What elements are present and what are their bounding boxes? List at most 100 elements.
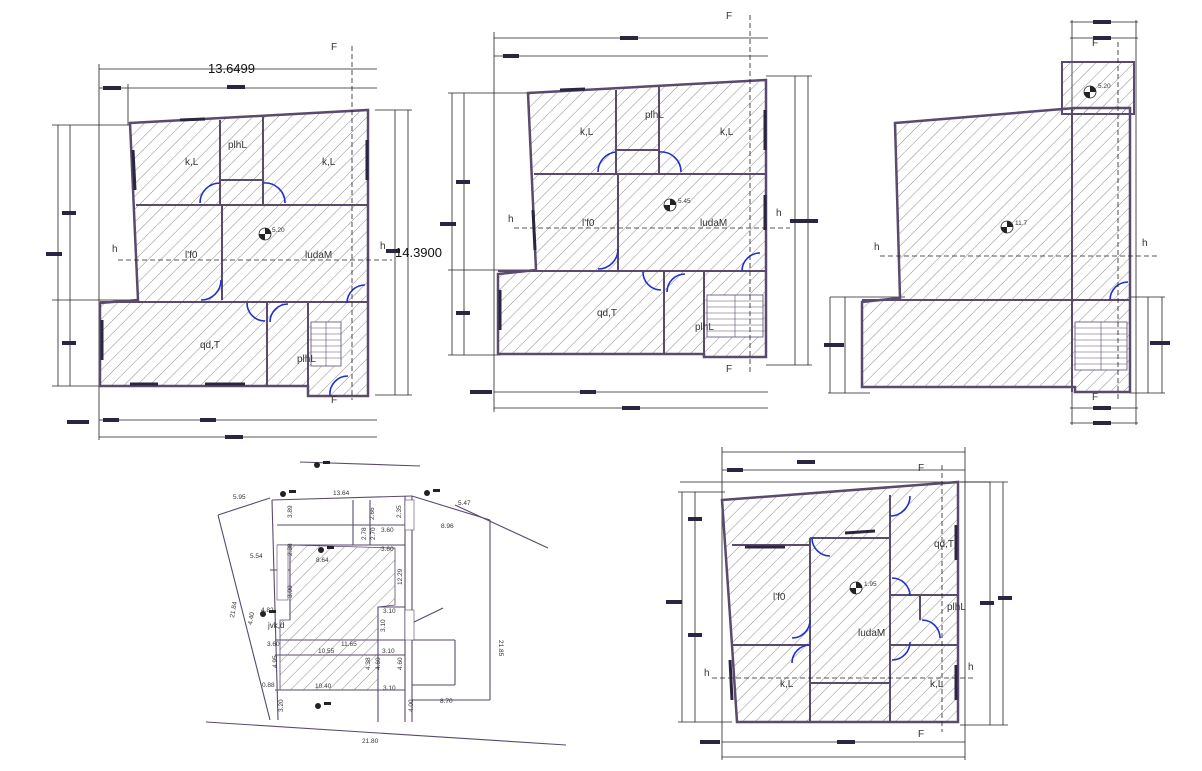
plan3-main-level: 11.7 xyxy=(1015,220,1028,227)
plan2-room-label: k,L xyxy=(720,127,734,138)
svg-text:4.00: 4.00 xyxy=(408,699,415,712)
plan2-level: 5.45 xyxy=(678,198,691,205)
plan1-section-lines xyxy=(118,46,392,400)
plan1-section-label: h xyxy=(380,241,386,252)
svg-text:4.95: 4.95 xyxy=(272,655,279,668)
site-stairs-mid xyxy=(404,609,415,641)
site-level-marks xyxy=(260,461,440,709)
svg-text:13.64: 13.64 xyxy=(333,490,350,497)
site-dimension-labels: 5.95 13.64 5.47 8.96 3.89 2.66 2.35 3.60… xyxy=(229,490,504,745)
plan2-room-label: k,L xyxy=(580,127,594,138)
plan1-room-label: l'f0 xyxy=(185,250,198,261)
plan1-level: 5.20 xyxy=(272,227,285,234)
svg-text:3.60: 3.60 xyxy=(381,546,394,553)
plan1-room-label: k,L xyxy=(185,157,199,168)
plan2-room-label: qd,T xyxy=(597,308,617,319)
plan1-interior-walls xyxy=(100,117,368,396)
plan4-windows xyxy=(728,525,958,701)
plan3-section-lines xyxy=(880,42,1160,400)
svg-text:3.20: 3.20 xyxy=(278,699,285,712)
plan4-section-label: F xyxy=(918,729,924,740)
plan4-section-lines xyxy=(712,465,975,732)
svg-text:2.66: 2.66 xyxy=(369,507,376,520)
svg-text:8.70: 8.70 xyxy=(440,698,453,705)
plan2-dimension-bars xyxy=(440,36,818,410)
plan1-room-label: plhL xyxy=(228,140,247,151)
plan2-room-label: plhL xyxy=(645,110,664,121)
plan2-doors xyxy=(597,151,761,293)
plan1-stair-treads xyxy=(311,322,341,366)
plan1-section-label: F xyxy=(331,395,337,406)
plan4-doors xyxy=(791,495,941,664)
plan2-room-label: plhL xyxy=(695,322,714,333)
svg-text:3.10: 3.10 xyxy=(382,648,395,655)
plan1-depth-dimension: 14.3900 xyxy=(395,245,442,260)
plan2-section-label: F xyxy=(726,11,732,22)
site-stairs-left xyxy=(276,544,289,601)
plan4-room-label: ludaM xyxy=(858,628,885,639)
plan1-dimension-bars xyxy=(46,85,400,439)
plan4-room-label: l'f0 xyxy=(773,592,786,603)
plan3-small-level-marker-fill xyxy=(1084,86,1096,98)
plan4-section-label: h xyxy=(968,662,974,673)
floor-plan-3: 5.20 11.7 F F h h xyxy=(824,20,1170,425)
plan2-section-lines xyxy=(514,15,790,372)
plan2-room-label: ludaM xyxy=(700,218,727,229)
plan1-room-label: ludaM xyxy=(305,250,332,261)
svg-text:5.47: 5.47 xyxy=(458,500,471,507)
plan1-room-label: qd,T xyxy=(200,340,220,351)
plan2-stair-treads xyxy=(707,295,763,337)
plan3-section-label: F xyxy=(1092,392,1098,403)
svg-text:2.35: 2.35 xyxy=(396,505,403,518)
plan2-room-label: l'f0 xyxy=(582,218,595,229)
plan3-small-level: 5.20 xyxy=(1098,83,1111,90)
svg-text:jvk,d: jvk,d xyxy=(267,621,284,630)
plan4-room-label: plhL xyxy=(947,602,966,613)
plan4-level: 1.95 xyxy=(864,581,877,588)
plan4-dimension-bars xyxy=(666,460,1012,744)
plan4-room-label: k,L xyxy=(930,679,944,690)
plan3-interior-walls xyxy=(862,108,1130,392)
site-stairs-top xyxy=(404,499,415,531)
site-plan: 5.95 13.64 5.47 8.96 3.89 2.66 2.35 3.60… xyxy=(205,461,567,746)
plan3-section-label: F xyxy=(1092,38,1098,49)
plan4-room-label: qd,T xyxy=(934,539,954,550)
svg-text:21.80: 21.80 xyxy=(362,738,379,745)
plan2-section-label: h xyxy=(508,214,514,225)
svg-text:8.64: 8.64 xyxy=(316,557,329,564)
svg-text:4.60: 4.60 xyxy=(375,657,382,670)
svg-text:0.88: 0.88 xyxy=(262,682,275,689)
svg-text:5.95: 5.95 xyxy=(233,494,246,501)
floor-plan-2: 5.45 k,L plhL k,L l'f0 ludaM qd,T plhL F… xyxy=(440,11,818,412)
svg-text:2.78: 2.78 xyxy=(361,527,368,540)
floor-plan-4: 1.95 qd,T l'f0 plhL ludaM k,L k,L F F h … xyxy=(666,447,1012,760)
svg-text:8.96: 8.96 xyxy=(441,523,454,530)
plan1-windows xyxy=(100,117,369,386)
svg-text:4.40: 4.40 xyxy=(247,611,256,625)
plan4-outline xyxy=(720,480,960,724)
svg-text:4.82: 4.82 xyxy=(261,607,274,614)
svg-text:2.38: 2.38 xyxy=(287,543,294,556)
plan3-door xyxy=(1109,281,1129,301)
plan3-tower xyxy=(1061,61,1135,115)
svg-text:3.00: 3.00 xyxy=(287,585,294,598)
svg-text:11.65: 11.65 xyxy=(341,641,357,648)
svg-text:4.60: 4.60 xyxy=(397,657,404,670)
svg-text:3.60: 3.60 xyxy=(267,641,280,648)
plan1-level-marker-fill xyxy=(259,228,271,240)
plan4-dimensions xyxy=(678,447,1008,760)
plan4-room-label: k,L xyxy=(780,679,794,690)
plan4-section-label: h xyxy=(704,668,710,679)
plan2-section-label: F xyxy=(726,364,732,375)
svg-text:3.10: 3.10 xyxy=(383,608,396,615)
plan2-section-label: h xyxy=(776,208,782,219)
plan1-room-label: plhL xyxy=(297,354,316,365)
plan3-main-level-marker-fill xyxy=(1001,221,1013,233)
svg-text:2.70: 2.70 xyxy=(370,527,377,540)
plan1-section-label: h xyxy=(112,244,118,255)
site-hatched-area xyxy=(279,544,396,691)
svg-text:12.29: 12.29 xyxy=(397,568,404,585)
svg-text:21.85: 21.85 xyxy=(497,640,504,657)
plan1-width-dimension: 13.6499 xyxy=(208,61,255,76)
